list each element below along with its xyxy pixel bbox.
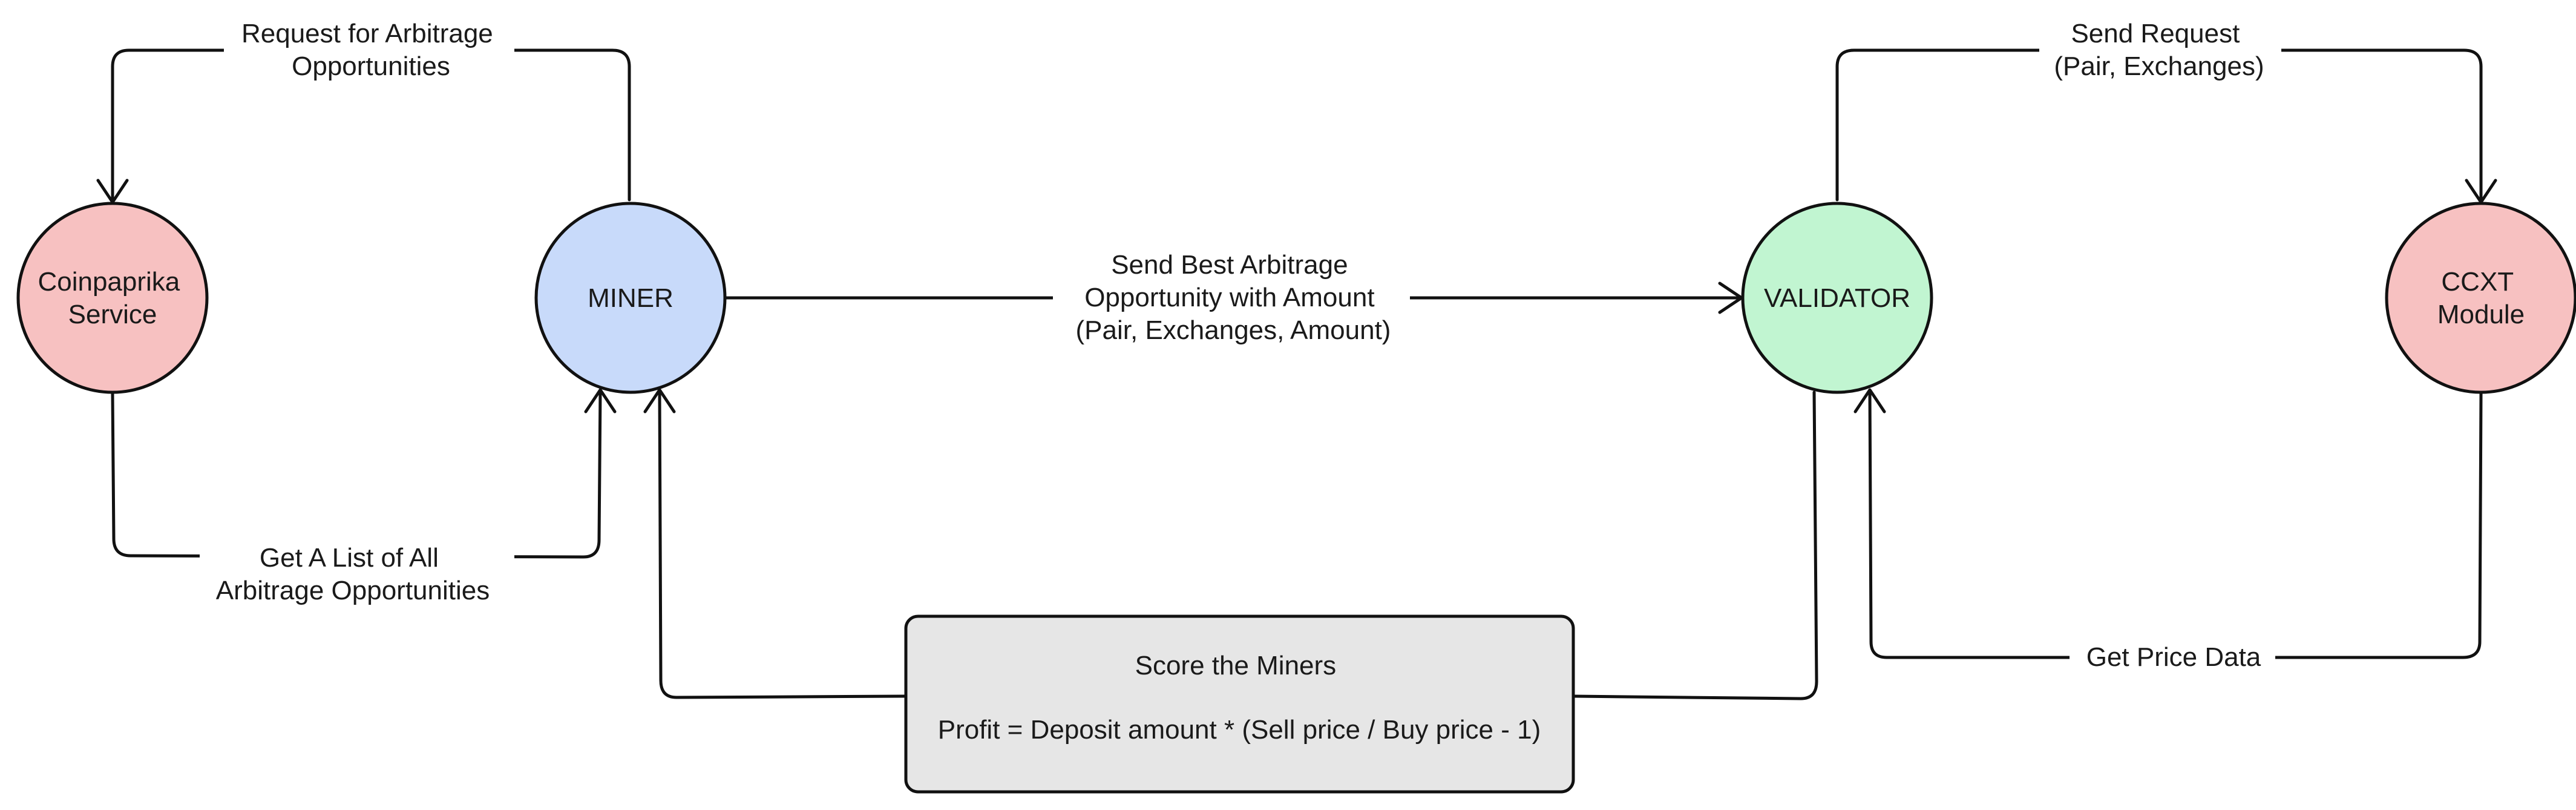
edge-score-to-miner-line [658,389,908,699]
edge-request-arbitrage: Request for Arbitrage Opportunities [96,12,631,204]
edge-send-request-label-line-1: Send Request [2071,19,2240,48]
edge-get-list-label: Get A List of All Arbitrage Opportunitie… [216,543,490,605]
node-miner: MINER [534,202,727,394]
edge-request-arbitrage-label: Request for Arbitrage Opportunities [241,19,500,81]
edge-send-best-label-line-1: Send Best Arbitrage [1111,250,1348,280]
edge-request-arbitrage-label-line-2: Opportunities [292,51,450,81]
edge-send-best: Send Best Arbitrage Opportunity with Amo… [723,242,1743,351]
node-coinpaprika-service: Coinpaprika Service [16,202,209,394]
edge-get-price-label-bg [2070,636,2275,678]
node-score-box-shape [904,614,1575,794]
node-ccxt-label: CCXT Module [2437,267,2525,329]
node-ccxt-shape [2385,202,2576,394]
edge-send-best-label-line-2: Opportunity with Amount [1084,283,1374,312]
node-miner-label-line-1: MINER [588,283,673,313]
edge-get-list-label-line-2: Arbitrage Opportunities [216,576,490,605]
edge-send-request-label-line-2: (Pair, Exchanges) [2054,51,2264,81]
edge-get-list-label-bg [200,533,514,605]
edge-send-request: Send Request (Pair, Exchanges) [1835,12,2497,204]
arrow-up-icon [643,388,676,413]
node-validator: VALIDATOR [1741,202,1933,394]
node-coinpaprika-label: Coinpaprika Service [38,267,187,329]
node-validator-label: VALIDATOR [1764,283,1910,313]
node-score-box-label: Score the Miners Profit = Deposit amount… [938,651,1541,745]
edge-get-list-label-line-1: Get A List of All [260,543,439,573]
node-ccxt-module: CCXT Module [2385,202,2576,394]
node-score-box-title: Score the Miners [1135,651,1337,680]
edge-get-list: Get A List of All Arbitrage Opportunitie… [111,388,617,605]
edge-send-best-label-line-3: (Pair, Exchanges, Amount) [1076,315,1391,345]
node-ccxt-label-line-1: CCXT [2441,267,2513,297]
node-validator-shape [1741,202,1933,394]
edge-get-price-label: Get Price Data [2086,642,2261,672]
edge-send-request-label: Send Request (Pair, Exchanges) [2054,19,2264,81]
edge-get-price: Get Price Data [1853,388,2483,678]
node-miner-shape [534,202,727,394]
node-score-box-formula: Profit = Deposit amount * (Sell price / … [938,715,1541,745]
arrow-up-icon [584,388,617,413]
edge-get-price-label-line-1: Get Price Data [2086,642,2261,672]
node-coinpaprika-label-line-2: Service [68,300,157,329]
node-coinpaprika-label-line-1: Coinpaprika [38,267,180,297]
edge-request-arbitrage-label-line-1: Request for Arbitrage [241,19,493,48]
edge-get-price-line [1868,389,2483,659]
edge-send-request-label-bg [2039,12,2281,85]
arrow-up-icon [1853,388,1886,413]
node-score-box: Score the Miners Profit = Deposit amount… [904,614,1575,794]
node-validator-label-line-1: VALIDATOR [1764,283,1910,313]
edge-get-list-line [111,389,602,559]
edge-score-to-miner [643,388,908,699]
edge-request-arbitrage-label-bg [224,12,514,85]
node-ccxt-label-line-2: Module [2437,300,2525,329]
node-coinpaprika-shape [16,202,209,394]
node-miner-label: MINER [588,283,673,313]
edge-send-best-label-bg [1053,242,1410,351]
edge-score-to-validator-line [1571,390,1818,700]
edge-send-best-label: Send Best Arbitrage Opportunity with Amo… [1076,250,1391,345]
edge-score-to-validator [1571,390,1818,700]
